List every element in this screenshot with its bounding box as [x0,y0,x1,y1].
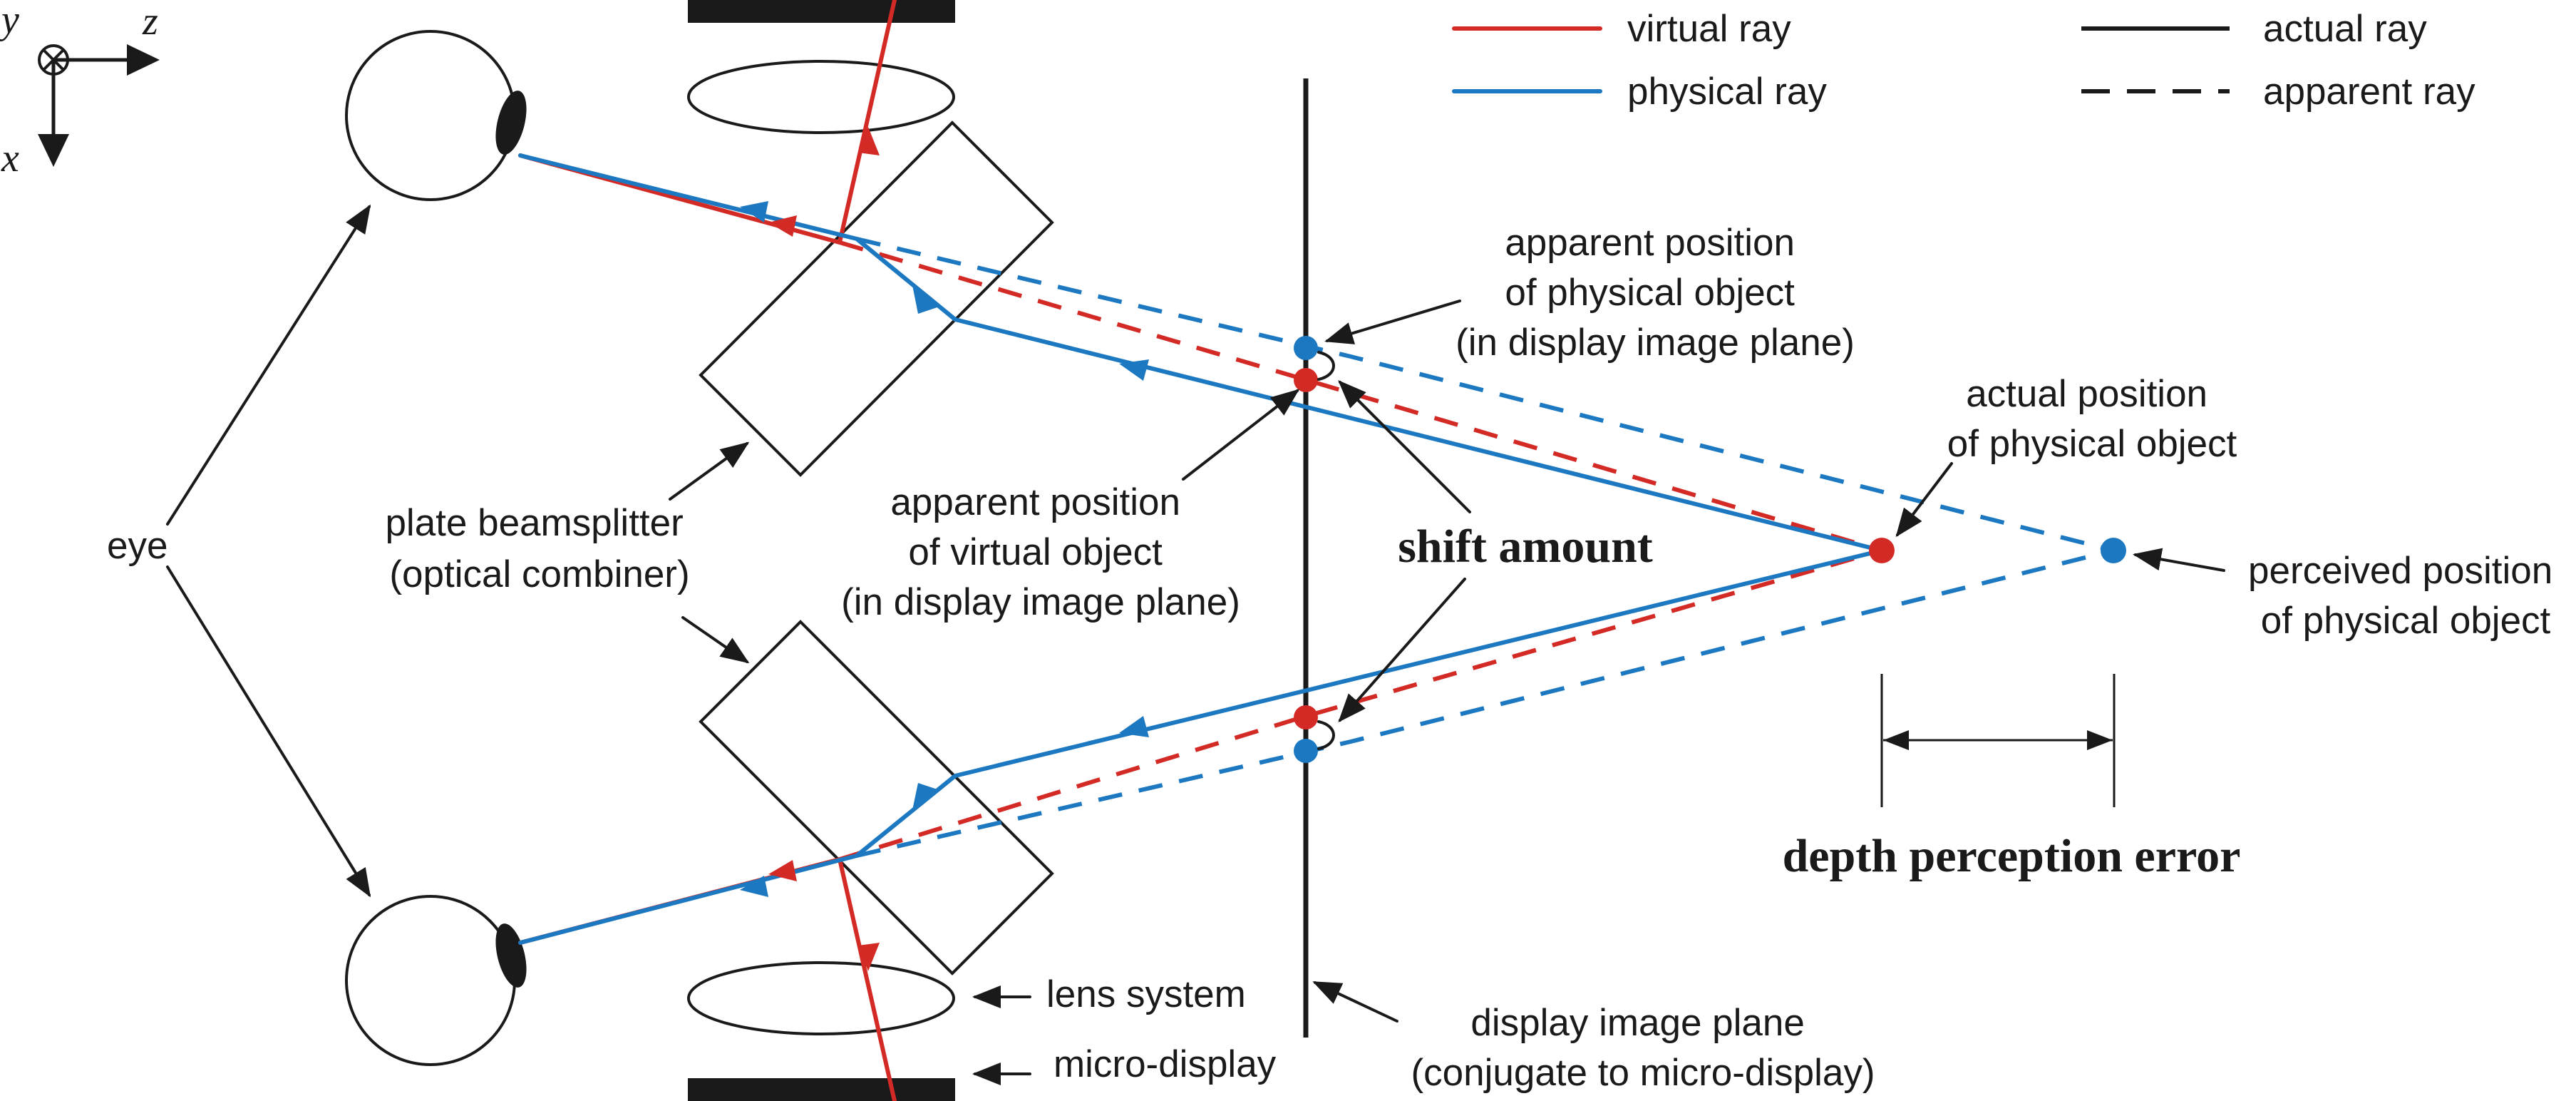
virtual-ray-bottom-left-arrow [768,860,797,881]
virtual-ray-bottom-down-arrow [858,943,880,971]
perceived-position-label: perceived position of physical object [2248,550,2563,642]
apparent-virtual-dot-top [1294,368,1318,392]
physical-ray-top-apparent [856,237,2114,553]
depth-error-dimension [1880,674,2116,807]
beamsplitter-top [699,121,1054,477]
micro-display-label: micro-display [1053,1043,1277,1085]
shift-bracket-bottom [1317,720,1335,750]
physical-ray-bottom-far-arrow [1119,716,1149,737]
physical-ray-top-far-arrow [1119,359,1149,381]
x-axis-label: x [1,136,19,180]
shift-bracket-top [1317,351,1335,381]
shift-amount-label: shift amount [1398,521,1653,573]
physical-rays [518,153,2114,945]
legend-label-physical: physical ray [1627,71,1827,113]
apparent-physical-dot-top [1294,336,1318,360]
actual-position-label: actual position of physical object [1947,373,2237,465]
perceived-physical-position-dot [2101,538,2126,563]
eye-bottom-pupil [495,923,527,988]
physical-ray-bottom-left-arrow [740,876,768,897]
virtual-ray-top-up-arrow [858,127,880,155]
physical-ray-top [518,153,1884,553]
ray-direction-arrows [740,127,1149,971]
actual-physical-position-dot [1869,538,1895,563]
eye-top [345,30,527,201]
lens-top [687,60,955,134]
legend: virtual ray physical ray actual ray appa… [1452,8,2475,113]
virtual-ray-top [518,0,897,245]
y-axis-label: y [0,0,19,42]
physical-ray-bottom [518,548,1884,945]
apparent-virtual-dot-bottom [1294,705,1318,729]
legend-label-apparent: apparent ray [2263,71,2475,113]
lens-system-label: lens system [1046,973,1246,1015]
apparent-physical-label: apparent position of physical object (in… [1456,222,1855,364]
legend-label-virtual: virtual ray [1627,8,1791,50]
virtual-ray-top-left-arrow [768,215,797,237]
micro-display-top [688,0,955,23]
physical-ray-bottom-apparent [856,548,2114,858]
pointer-arrows [166,204,2225,1085]
lens-bottom [687,961,955,1035]
physical-ray-top-diag-arrow [912,285,939,314]
z-axis-label: z [142,0,158,43]
display-plane-label: display image plane (conjugate to micro-… [1411,1002,1875,1094]
coordinate-axes: y z x [0,0,160,180]
eye-label: eye [107,525,168,567]
beamsplitter-label: plate beamsplitter (optical combiner) [385,502,694,595]
physical-ray-bottom-diag-arrow [912,783,939,810]
virtual-rays [518,0,1882,1101]
eye-top-pupil [495,91,527,155]
apparent-virtual-label: apparent position of virtual object (in … [841,481,1240,623]
legend-label-actual: actual ray [2263,8,2427,50]
beamsplitter-bottom [699,620,1054,975]
virtual-ray-bottom-apparent [839,548,1882,861]
micro-display-bottom [688,1078,955,1101]
apparent-physical-dot-bottom [1294,739,1318,763]
eye-bottom [345,895,527,1066]
depth-error-label: depth perception error [1783,830,2241,882]
physical-ray-top-left-arrow [740,201,768,222]
virtual-ray-top-apparent [839,240,1882,553]
